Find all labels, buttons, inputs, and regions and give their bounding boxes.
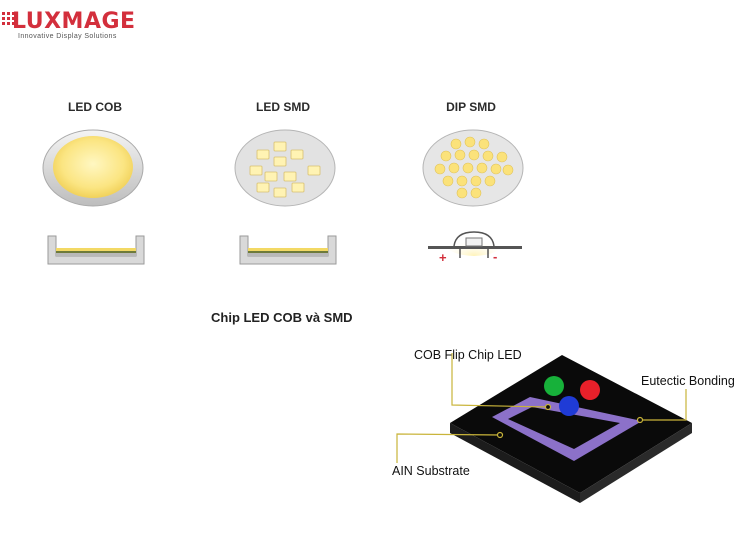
callout-line-eutectic	[640, 389, 687, 421]
led-smd-top-view	[234, 129, 336, 207]
label-ain-substrate: AIN Substrate	[392, 464, 470, 478]
substrate-right-face	[580, 423, 692, 503]
label-cob-flip-chip: COB Flip Chip LED	[414, 348, 522, 362]
dip-smd-side-view	[428, 228, 522, 258]
callout-line-substrate	[396, 433, 501, 463]
title-dip-smd: DIP SMD	[446, 100, 496, 114]
green-chip	[544, 376, 564, 396]
red-chip	[580, 380, 600, 400]
cob-flip-chip-diagram	[396, 353, 692, 503]
dip-plus-symbol: +	[439, 250, 447, 265]
led-cob-top-view	[42, 129, 144, 207]
logo-wordmark: LUXMAGE	[12, 9, 136, 34]
led-smd-side-view	[239, 228, 337, 265]
logo-tagline: Innovative Display Solutions	[18, 33, 117, 40]
dip-smd-top-view	[422, 129, 524, 207]
callout-line-flip-chip	[451, 353, 549, 408]
title-led-smd: LED SMD	[256, 100, 310, 114]
substrate-left-face	[450, 423, 580, 503]
logo-grid-icon	[2, 12, 15, 25]
figure-caption: Chip LED COB và SMD	[211, 310, 353, 325]
title-led-cob: LED COB	[68, 100, 122, 114]
label-eutectic-bonding: Eutectic Bonding	[641, 374, 735, 388]
dip-minus-symbol: -	[493, 249, 498, 264]
blue-chip	[559, 396, 579, 416]
led-cob-side-view	[47, 228, 145, 265]
brand-logo: LUXMAGE Innovative Display Solutions	[0, 0, 150, 46]
ain-substrate-inner	[508, 407, 620, 449]
